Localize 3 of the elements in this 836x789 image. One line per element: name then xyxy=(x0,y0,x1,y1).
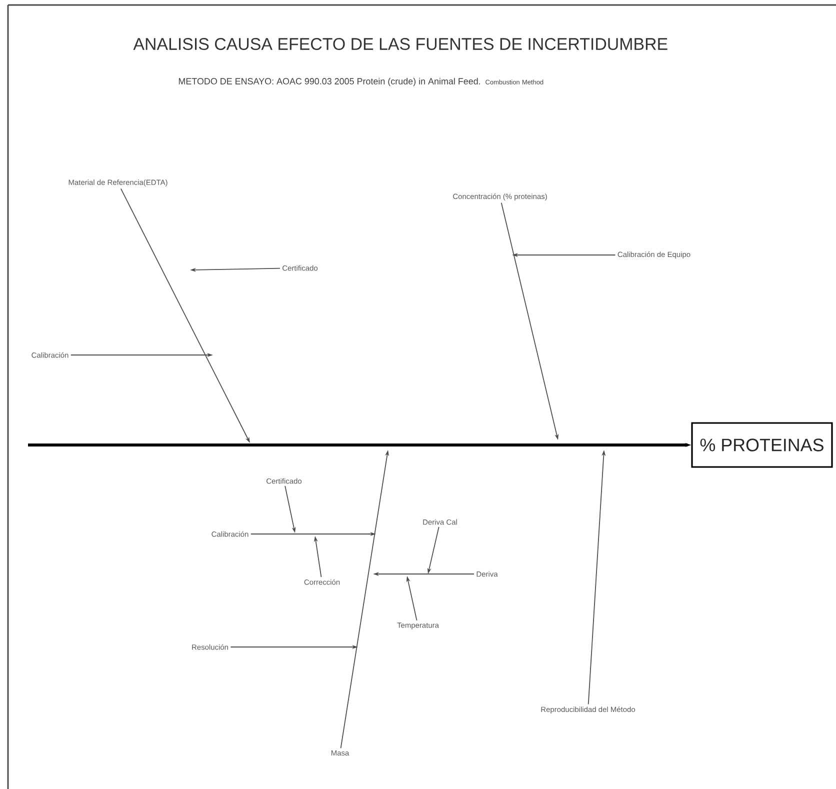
title: ANALISIS CAUSA EFECTO DE LAS FUENTES DE INCERTIDUMBRE xyxy=(133,38,668,50)
subtitle: METODO DE ENSAYO: AOAC 990.03 2005 Protein (crude) in Animal Feed. xyxy=(178,78,480,86)
effect-box: % PROTEINAS xyxy=(691,422,833,468)
